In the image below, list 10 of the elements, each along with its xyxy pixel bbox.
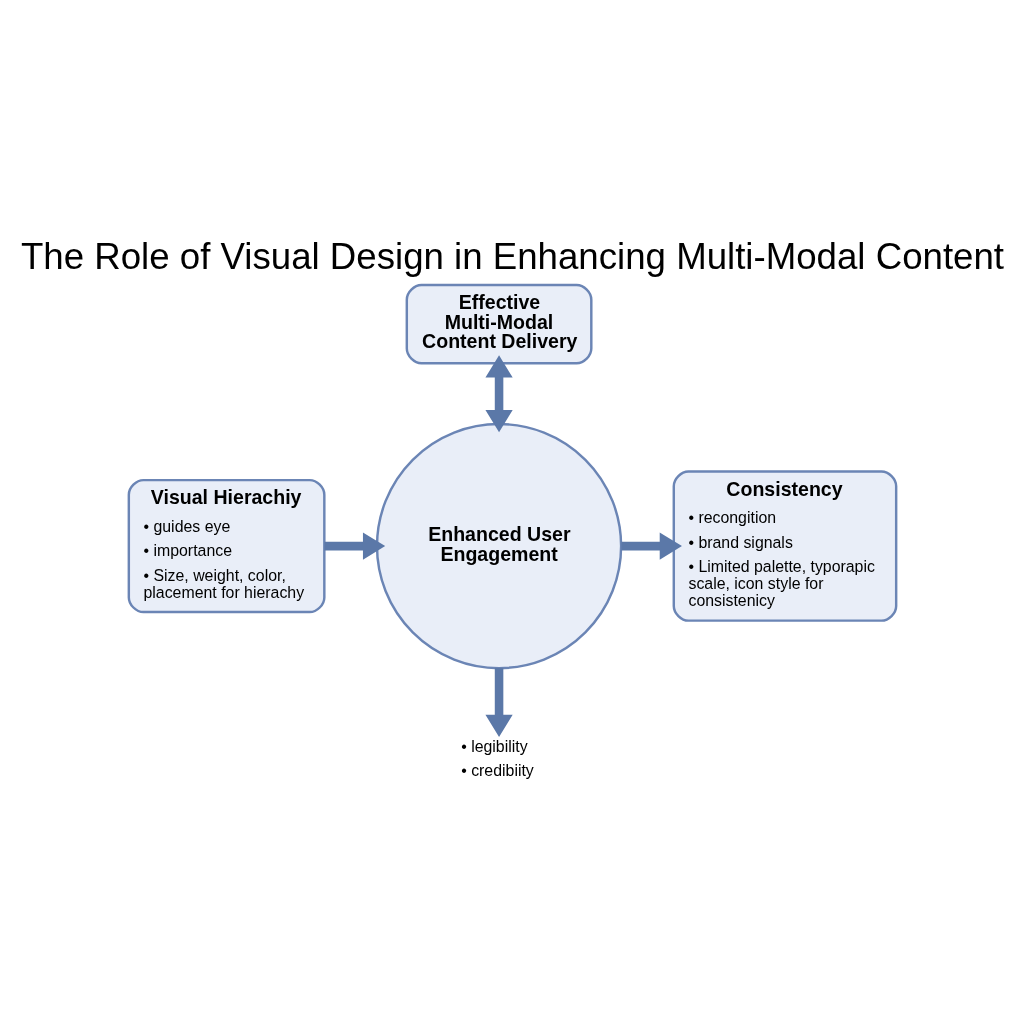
- node-box: Visual Hierachiy • guides eye • importance • Size, weight, color, placement for hierachy: [127, 478, 326, 613]
- arrow: [484, 354, 513, 432]
- node-circle: Enhanced User Engagement: [375, 422, 622, 669]
- node-box: Consistency • recongition • brand signals • Limited palette, typorapic scale, icon style for consistenicy: [672, 469, 897, 622]
- diagram-title: The Role of Visual Design in Enhancing Multi-Modal Content: [20, 235, 1004, 277]
- arrow: [620, 531, 682, 560]
- arrow: [324, 531, 385, 560]
- arrow: [484, 667, 513, 737]
- node-text: • legibility • credibiity: [460, 737, 534, 779]
- node-box: Effective Multi-Modal Content Delivery: [405, 283, 593, 364]
